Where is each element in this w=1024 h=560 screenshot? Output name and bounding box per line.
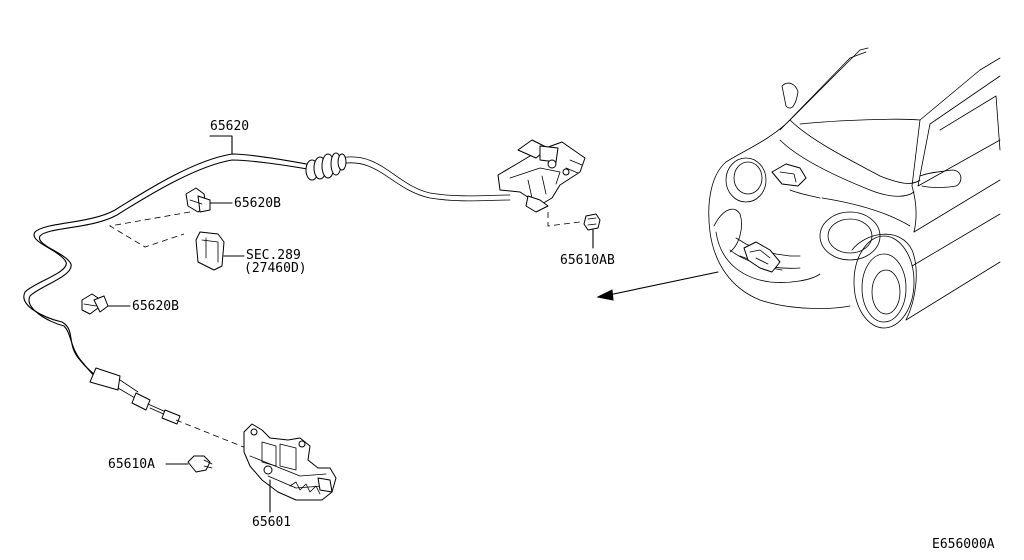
hood-release-cable: 65620: [23, 119, 511, 425]
car-front-view: [596, 47, 1001, 329]
bolt-65610a: 65610A: [108, 455, 213, 473]
hood-release-handle: [497, 139, 586, 227]
label-65620b-lower: 65620B: [132, 299, 179, 314]
label-65620: 65620: [210, 119, 249, 134]
clip-65620b-upper: 65620B: [108, 187, 281, 248]
bolt-65610ab: 65610AB: [560, 213, 615, 268]
label-65601: 65601: [252, 515, 291, 530]
label-65610ab: 65610AB: [560, 253, 615, 268]
clip-65620b-lower: 65620B: [81, 293, 179, 315]
hood-lock-assembly: 65601: [243, 423, 337, 530]
label-sec-289: SEC.289: [246, 248, 301, 263]
car-release-handle-detail: [771, 163, 807, 187]
arrow-head: [596, 289, 614, 301]
view-direction-arrow: [603, 271, 719, 297]
section-289-bracket: SEC.289 (27460D): [195, 231, 307, 276]
label-65620b-upper: 65620B: [234, 196, 281, 211]
drawing-code: E656000A: [932, 537, 995, 552]
car-hood-lock-detail: [743, 241, 781, 273]
label-65610a: 65610A: [108, 457, 155, 472]
cable-grommet: [305, 152, 347, 181]
label-27460d: (27460D): [244, 261, 307, 276]
lock-leader-dashed: [175, 419, 247, 449]
